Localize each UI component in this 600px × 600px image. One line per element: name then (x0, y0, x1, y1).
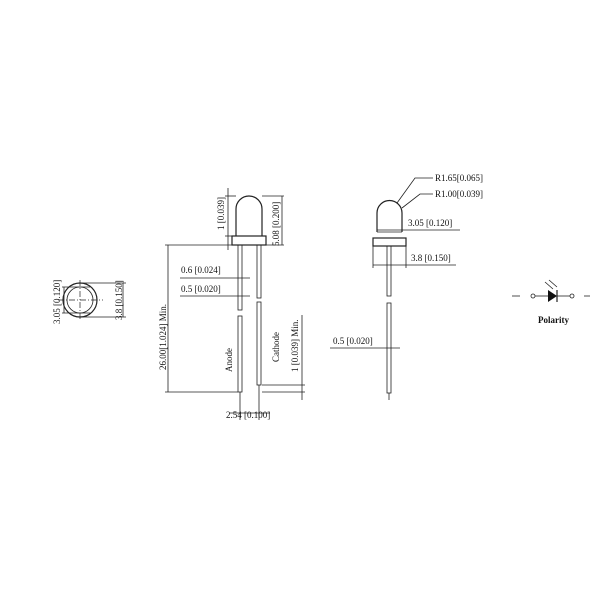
side-dome (376, 199, 403, 232)
polarity-symbol: Polarity (512, 279, 590, 325)
side-flange (372, 237, 407, 247)
front-view: 1 [0.039] 5.08 [0.200] 26.00[1.024] Min.… (158, 188, 305, 420)
dim-r2: R1.00[0.039] (435, 189, 483, 199)
side-lead (386, 245, 392, 297)
dim-body: 3.05 [0.120] (408, 218, 452, 228)
dim-dome-offset: 1 [0.039] (216, 197, 226, 230)
led-diode-icon (512, 279, 590, 302)
led-dome (235, 195, 263, 236)
dim-lead-width-1: 0.6 [0.024] (181, 265, 221, 275)
dim-lead-length: 26.00[1.024] Min. (158, 304, 168, 370)
top-view: 3.05 [0.120] 3.8 [0.150] (52, 280, 126, 324)
dim-flange: 3.8 [0.150] (411, 253, 451, 263)
polarity-label: Polarity (538, 315, 569, 325)
dim-lead-diff: 1 [0.039] Min. (290, 320, 300, 373)
cathode-lead (256, 244, 262, 299)
top-dim-outer: 3.8 [0.150] (114, 280, 124, 320)
dim-side-lead: 0.5 [0.020] (333, 336, 373, 346)
dim-height: 5.08 [0.200] (271, 202, 281, 246)
led-flange (231, 235, 267, 246)
dim-pitch: 2.54 [0.100] (226, 410, 270, 420)
side-view: R1.65[0.065] R1.00[0.039] 3.05 [0.120] 3… (330, 173, 483, 400)
anode-lead (237, 244, 243, 311)
label-cathode: Cathode (271, 332, 281, 362)
top-dim-inner: 3.05 [0.120] (52, 280, 62, 324)
dim-lead-width-2: 0.5 [0.020] (181, 284, 221, 294)
dim-r1: R1.65[0.065] (435, 173, 483, 183)
label-anode: Anode (224, 348, 234, 372)
